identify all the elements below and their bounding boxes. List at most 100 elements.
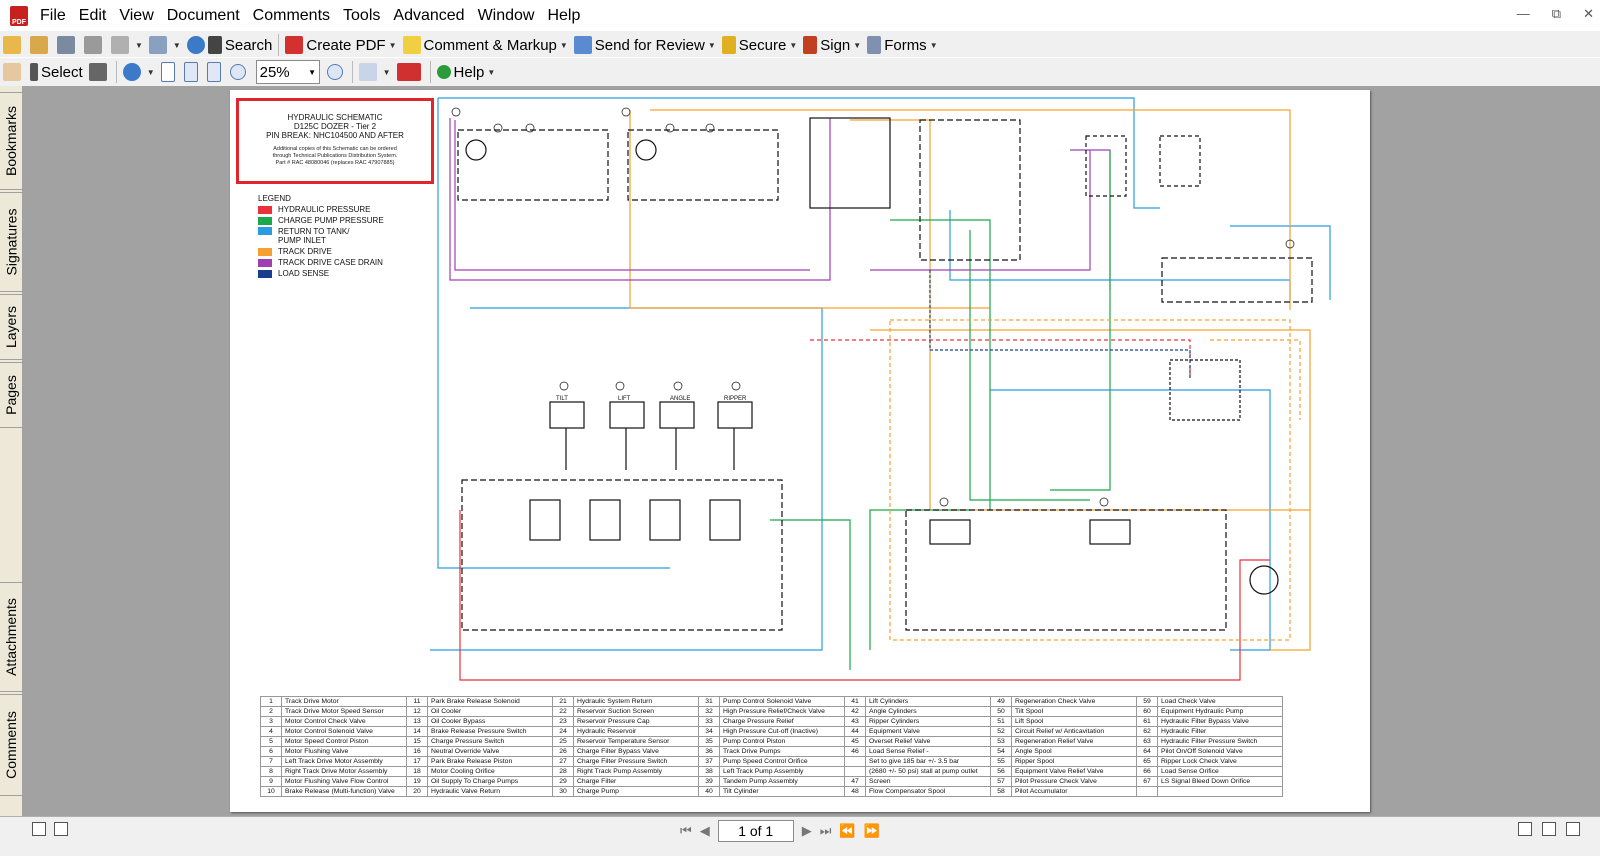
menu-edit[interactable]: Edit: [78, 7, 107, 24]
next-page-icon[interactable]: ▶: [801, 823, 812, 838]
part-name-cell: Neutral Override Valve: [427, 746, 553, 757]
organizer-button[interactable]: [27, 33, 54, 57]
previous-page-icon[interactable]: ◀: [699, 823, 710, 838]
envelope-icon: [111, 36, 129, 54]
sign-label: Sign: [820, 36, 851, 54]
close-icon[interactable]: ✕: [1583, 6, 1594, 21]
part-name-cell: Circuit Relief w/ Anticavitation: [1011, 726, 1137, 737]
menu-comments[interactable]: Comments: [252, 7, 331, 24]
legend-label: CHARGE PUMP PRESSURE: [278, 216, 384, 225]
open-button[interactable]: [0, 33, 27, 57]
yahoo-toolbar-button[interactable]: [394, 60, 427, 84]
create-pdf-label: Create PDF: [306, 36, 386, 54]
continuous-icon[interactable]: [1542, 822, 1556, 836]
part-number-cell: 67: [1136, 776, 1158, 787]
part-number-cell: 44: [844, 726, 866, 737]
part-number-cell: 11: [406, 696, 428, 707]
part-number-cell: 30: [552, 786, 574, 797]
minimize-icon[interactable]: —: [1516, 6, 1530, 21]
print-button[interactable]: [81, 33, 108, 57]
tab-attachments[interactable]: Attachments: [0, 582, 23, 692]
send-review-label: Send for Review: [594, 36, 705, 54]
part-name-cell: Oil Supply To Charge Pumps: [427, 776, 553, 787]
part-name-cell: Reservoir Temperature Sensor: [573, 736, 699, 747]
menu-help[interactable]: Help: [547, 7, 581, 24]
sign-button[interactable]: Sign▼: [800, 33, 864, 57]
email-button[interactable]: ▼: [108, 33, 146, 57]
save-button[interactable]: [54, 33, 81, 57]
hand-tool-button[interactable]: [0, 60, 27, 84]
chevron-down-icon[interactable]: ▼: [308, 67, 317, 77]
comment-markup-button[interactable]: Comment & Markup▼: [400, 33, 571, 57]
part-name-cell: Oil Cooler Bypass: [427, 716, 553, 727]
attach-button[interactable]: ▼: [146, 33, 184, 57]
part-number-cell: 61: [1136, 716, 1158, 727]
tab-bookmarks[interactable]: Bookmarks: [0, 92, 23, 190]
snapshot-button[interactable]: [86, 60, 113, 84]
part-number-cell: 1: [260, 696, 282, 707]
menu-file[interactable]: File: [40, 7, 66, 24]
part-number-cell: 20: [406, 786, 428, 797]
create-pdf-button[interactable]: Create PDF▼: [282, 33, 399, 57]
part-name-cell: [1157, 786, 1283, 797]
tab-pages[interactable]: Pages: [0, 362, 23, 428]
tab-signatures[interactable]: Signatures: [0, 192, 23, 292]
zoom-select[interactable]: ▼: [255, 60, 320, 84]
send-review-button[interactable]: Send for Review▼: [571, 33, 719, 57]
menu-document[interactable]: Document: [166, 7, 240, 24]
secure-button[interactable]: Secure▼: [719, 33, 800, 57]
last-page-icon[interactable]: ⏭: [819, 823, 832, 838]
legend-label: PUMP INLET: [278, 236, 326, 245]
restore-icon[interactable]: ⧉: [1551, 6, 1562, 21]
previous-view-icon[interactable]: ⏪: [839, 823, 856, 838]
swatch: [258, 258, 272, 267]
zoom-out-button[interactable]: [227, 60, 252, 84]
help-label: Help: [453, 63, 485, 81]
page-layout-button[interactable]: ▼: [356, 60, 394, 84]
part-name-cell: Pump Control Solenoid Valve: [719, 696, 845, 707]
page-list-icon[interactable]: [54, 822, 68, 836]
part-name-cell: Overset Relief Valve: [865, 736, 991, 747]
menu-window[interactable]: Window: [477, 7, 535, 24]
page-number-field[interactable]: 1 of 1: [717, 820, 794, 842]
next-view-icon[interactable]: ⏩: [863, 823, 880, 838]
select-tool-button[interactable]: Select: [27, 60, 86, 84]
search-button[interactable]: Search: [184, 33, 276, 57]
part-name-cell: Equipment Hydraulic Pump: [1157, 706, 1283, 717]
tab-comments[interactable]: Comments: [0, 694, 23, 796]
menu-advanced[interactable]: Advanced: [393, 7, 465, 24]
part-number-cell: 63: [1136, 736, 1158, 747]
zoom-in-tool-button[interactable]: ▼: [120, 60, 158, 84]
save-icon: [57, 36, 75, 54]
part-name-cell: Regeneration Relief Valve: [1011, 736, 1137, 747]
fit-page-button[interactable]: [181, 60, 204, 84]
tab-layers[interactable]: Layers: [0, 294, 23, 360]
part-number-cell: 24: [552, 726, 574, 737]
menu-view[interactable]: View: [119, 7, 154, 24]
part-name-cell: Motor Flushing Valve Flow Control: [281, 776, 407, 787]
legend-item: CHARGE PUMP PRESSURE: [258, 216, 384, 225]
facing-icon[interactable]: [1566, 822, 1580, 836]
zoom-input[interactable]: [256, 62, 306, 82]
zoom-in-button[interactable]: [324, 60, 349, 84]
single-page-icon[interactable]: [1518, 822, 1532, 836]
first-page-icon[interactable]: ⏮: [680, 823, 692, 838]
actual-size-button[interactable]: [158, 60, 181, 84]
part-number-cell: 38: [698, 766, 720, 777]
paperclip-icon: [148, 36, 167, 54]
help-button[interactable]: Help▼: [434, 60, 499, 84]
fit-width-button[interactable]: [204, 60, 227, 84]
part-number-cell: 65: [1136, 756, 1158, 767]
legend-label: TRACK DRIVE CASE DRAIN: [278, 258, 383, 267]
part-number-cell: 21: [552, 696, 574, 707]
part-name-cell: Pilot Pressure Check Valve: [1011, 776, 1137, 787]
page-thumbnail-icon[interactable]: [32, 822, 46, 836]
forms-button[interactable]: Forms▼: [864, 33, 940, 57]
part-name-cell: Angle Spool: [1011, 746, 1137, 757]
menu-tools[interactable]: Tools: [343, 7, 381, 24]
part-name-cell: Motor Speed Control Piston: [281, 736, 407, 747]
document-viewport[interactable]: HYDRAULIC SCHEMATIC D125C DOZER - Tier 2…: [23, 86, 1600, 816]
tab-label: Comments: [3, 711, 19, 779]
part-name-cell: Hydraulic Filter: [1157, 726, 1283, 737]
hydraulic-schematic-drawing: TILT LIFT ANGLE RIPPER: [430, 97, 1331, 681]
